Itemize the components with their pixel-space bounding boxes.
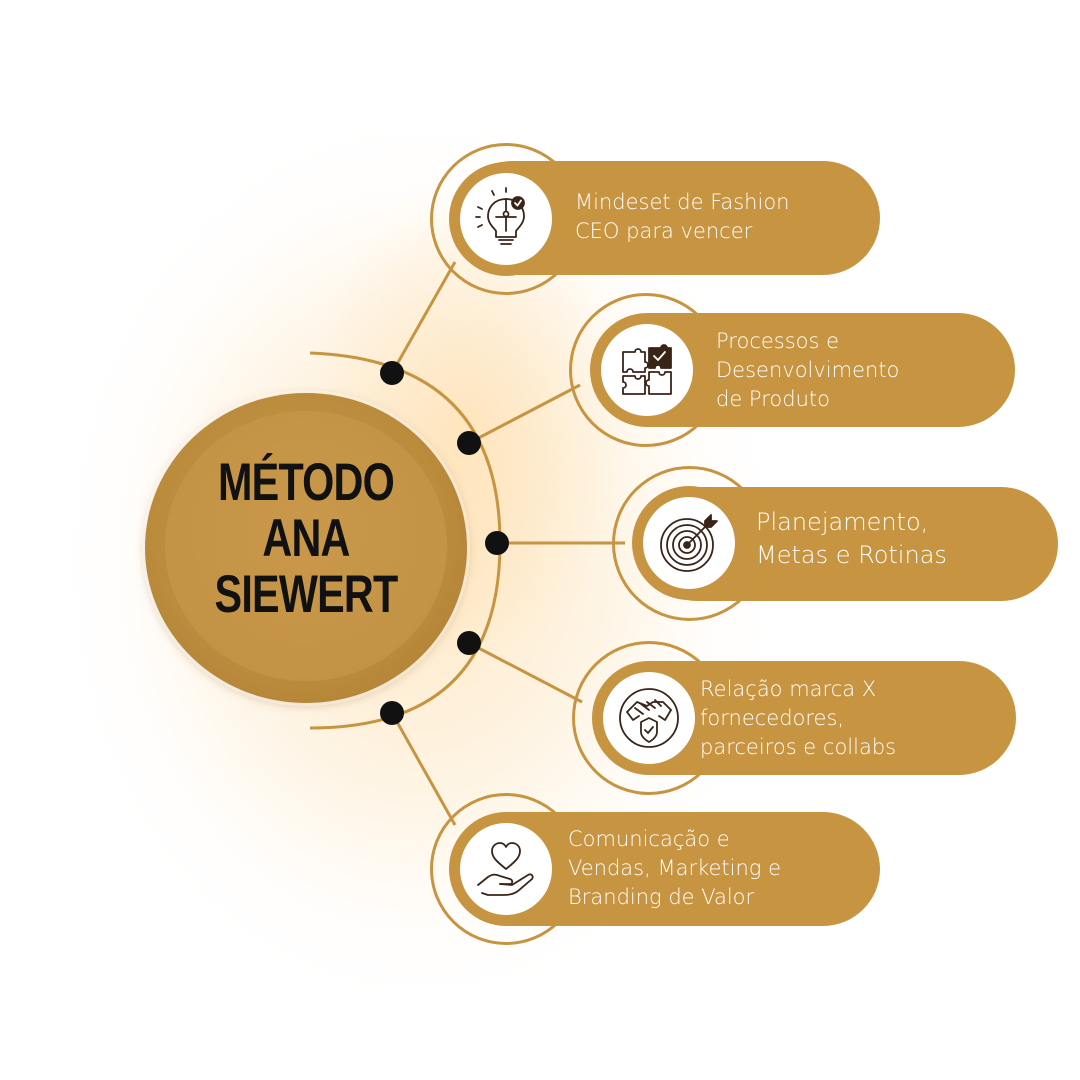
item-mindset-line-1: Mindeset de Fashion xyxy=(575,190,790,214)
connector-1 xyxy=(390,261,457,374)
connector-2 xyxy=(468,383,581,445)
target-icon xyxy=(660,514,718,572)
node-dot-4 xyxy=(457,631,481,655)
item-processos-medal xyxy=(590,313,704,427)
connector-5 xyxy=(390,712,457,826)
node-dot-5 xyxy=(380,701,404,725)
item-comunicacao-ring xyxy=(430,793,582,945)
method-hub: MÉTODO ANA SIEWERT xyxy=(145,393,467,703)
hub-title-line-2: ANA xyxy=(262,509,350,568)
item-comunicacao-line-3: Branding de Valor xyxy=(568,885,755,909)
item-processos-text: Processos e Desenvolvimento de Produto xyxy=(716,327,899,414)
handshake-shield-icon xyxy=(619,688,679,748)
item-relacao-line-2: fornecedores, xyxy=(700,706,845,730)
item-processos-ring xyxy=(569,293,723,447)
item-comunicacao-text: Comunicação e Vendas, Marketing e Brandi… xyxy=(568,825,781,912)
item-relacao-medal xyxy=(592,661,706,775)
item-relacao-ring xyxy=(572,641,726,795)
item-mindset-line-2: CEO para vencer xyxy=(575,219,753,243)
item-mindset-text: Mindeset de Fashion CEO para vencer xyxy=(575,188,789,246)
item-planejamento-medal xyxy=(632,486,746,600)
item-comunicacao-line-2: Vendas, Marketing e xyxy=(568,856,781,880)
item-relacao-text: Relação marca X fornecedores, parceiros … xyxy=(700,675,896,762)
node-dot-3 xyxy=(485,531,509,555)
item-relacao-line-1: Relação marca X xyxy=(700,677,877,701)
node-dot-2 xyxy=(457,431,481,455)
item-planejamento-line-1: Planejamento, xyxy=(756,508,929,536)
item-processos-line-3: de Produto xyxy=(716,387,830,411)
item-planejamento-ring xyxy=(612,466,767,621)
hub-title-line-1: MÉTODO xyxy=(217,453,395,512)
item-mindset-medal xyxy=(449,162,563,276)
hub-inner xyxy=(165,411,447,681)
heart-hand-icon xyxy=(477,842,534,896)
hub-title-line-3: SIEWERT xyxy=(214,565,399,624)
item-mindset-ring xyxy=(430,143,582,295)
connector-4 xyxy=(468,641,583,704)
item-comunicacao-line-1: Comunicação e xyxy=(568,827,730,851)
puzzle-pieces-icon xyxy=(622,344,672,395)
item-processos-line-1: Processos e xyxy=(716,329,840,353)
hub-title: MÉTODO ANA SIEWERT xyxy=(180,455,431,623)
item-planejamento-text: Planejamento, Metas e Rotinas xyxy=(756,506,947,572)
lightbulb-puzzle-icon xyxy=(475,187,525,245)
item-comunicacao-medal xyxy=(449,812,563,926)
item-planejamento-line-2: Metas e Rotinas xyxy=(756,541,947,569)
item-relacao-line-3: parceiros e collabs xyxy=(700,735,897,759)
item-processos-line-2: Desenvolvimento xyxy=(716,358,900,382)
node-dot-1 xyxy=(380,361,404,385)
